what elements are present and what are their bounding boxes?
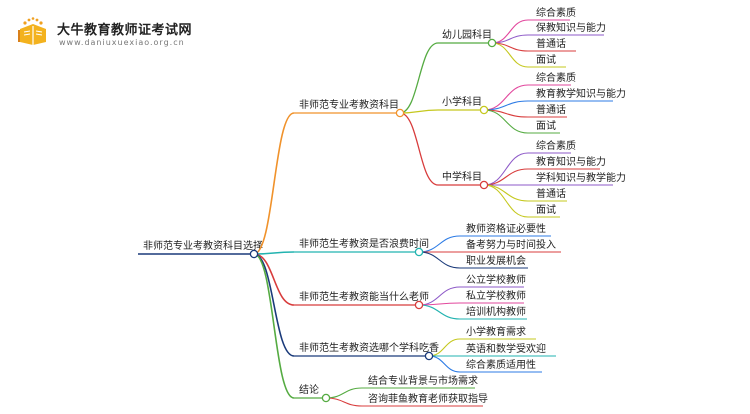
root-node-label: 非师范专业考教资科目选择	[143, 239, 263, 252]
collapse-toggle	[249, 249, 259, 259]
collapse-toggle	[479, 105, 489, 115]
leaf-node-label: 综合素质	[536, 139, 576, 152]
branch-connector	[253, 112, 295, 255]
leaf-node-label: 普通话	[536, 37, 566, 50]
leaf-node-label: 面试	[536, 53, 556, 66]
site-name: 大牛教育教师证考试网	[57, 23, 193, 38]
leaf-node-label: 职业发展机会	[466, 254, 526, 267]
subject-connector	[399, 42, 439, 114]
collapse-toggle	[424, 351, 434, 361]
subject-node-label: 幼儿园科目	[442, 28, 492, 41]
branch-connector	[253, 251, 295, 255]
leaf-node-label: 面试	[536, 203, 556, 216]
leaf-connector	[483, 84, 529, 111]
leaf-connector	[418, 304, 461, 320]
leaf-node-label: 面试	[536, 119, 556, 132]
leaf-node-label: 普通话	[536, 103, 566, 116]
branch-connector	[253, 253, 295, 399]
leaf-node-label: 备考努力与时间投入	[466, 238, 556, 251]
leaf-node-label: 学科知识与教学能力	[536, 171, 626, 184]
collapse-toggle	[321, 393, 331, 403]
leaf-connector	[325, 387, 363, 399]
leaf-node-label: 私立学校教师	[466, 289, 526, 302]
leaf-node-label: 英语和数学受欢迎	[466, 342, 546, 355]
leaf-node-label: 综合素质	[536, 71, 576, 84]
leaf-node-label: 综合素质适用性	[466, 358, 536, 371]
collapse-toggle	[395, 108, 405, 118]
branch-node-label: 非师范生考教资是否浪费时间	[299, 237, 429, 250]
leaf-node-label: 保教知识与能力	[536, 21, 606, 34]
site-url: www.daniuxuexiao.org.cn	[59, 38, 185, 47]
graduation-cap-book-icon	[18, 17, 46, 45]
branch-connector	[253, 253, 295, 306]
branch-node-label: 结论	[299, 383, 319, 396]
leaf-connector	[483, 184, 529, 202]
leaf-node-label: 培训机构教师	[466, 305, 526, 318]
collapse-toggle	[487, 38, 497, 48]
subject-node-label: 小学科目	[442, 95, 482, 108]
leaf-node-label: 结合专业背景与市场需求	[368, 374, 478, 387]
leaf-node-label: 咨询菲鱼教育老师获取指导	[368, 392, 488, 405]
leaf-connector	[483, 109, 529, 134]
branch-node-label: 非师范生考教资能当什么老师	[299, 290, 429, 303]
leaf-connector	[483, 168, 529, 186]
leaf-node-label: 普通话	[536, 187, 566, 200]
leaf-node-label: 教育教学知识与能力	[536, 87, 626, 100]
leaf-connector	[483, 184, 529, 218]
branch-node-label: 非师范生考教资选哪个学科吃香	[299, 341, 439, 354]
leaf-node-label: 教育知识与能力	[536, 155, 606, 168]
branch-node-label: 非师范专业考教资科目	[299, 98, 399, 111]
leaf-connector	[483, 152, 529, 186]
leaf-connector	[325, 397, 363, 407]
subject-connector	[399, 112, 439, 186]
collapse-toggle	[479, 180, 489, 190]
leaf-connector	[418, 251, 461, 269]
branch-connector	[253, 253, 295, 357]
leaf-node-label: 综合素质	[536, 6, 576, 19]
leaf-node-label: 小学教育需求	[466, 325, 526, 338]
collapse-toggle	[414, 300, 424, 310]
leaf-connector	[428, 355, 461, 373]
subject-node-label: 中学科目	[442, 170, 482, 183]
leaf-node-label: 公立学校教师	[466, 273, 526, 286]
collapse-toggle	[414, 247, 424, 257]
leaf-node-label: 教师资格证必要性	[466, 222, 546, 235]
